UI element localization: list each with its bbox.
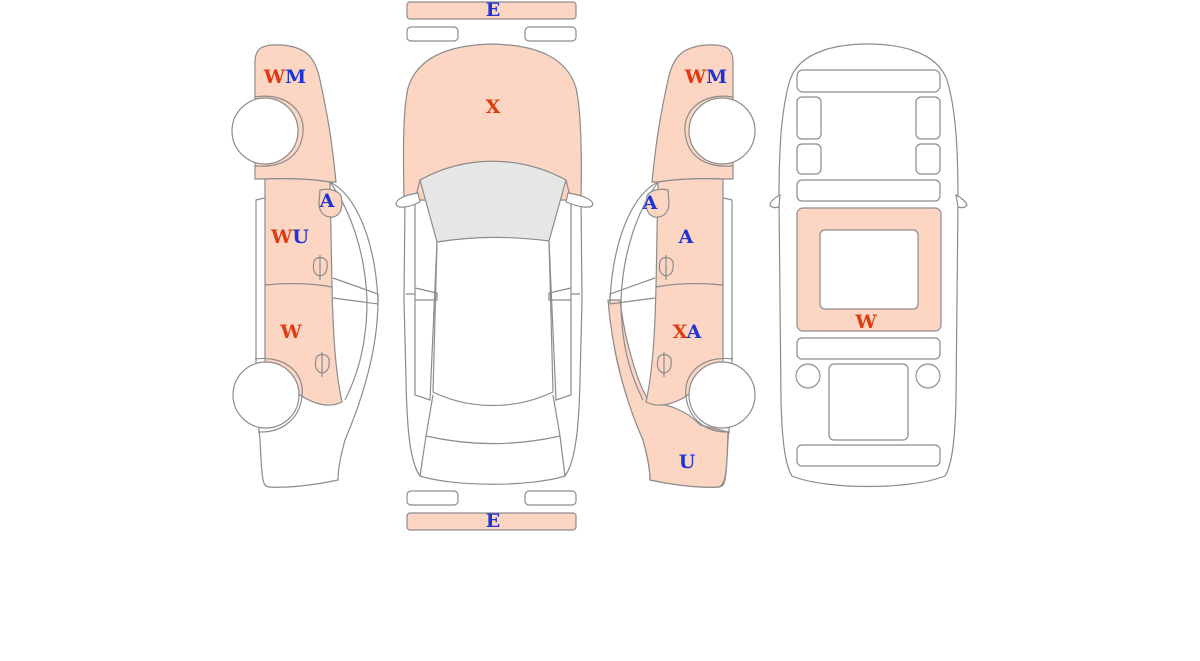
right-rear-quarter-code: U bbox=[679, 451, 696, 473]
right-mirror-code: A bbox=[642, 192, 658, 214]
windshield[interactable] bbox=[419, 160, 567, 243]
rear-left-light bbox=[795, 363, 821, 389]
front-seat-row bbox=[796, 69, 941, 93]
left-mirror-code: A bbox=[319, 190, 335, 212]
front-bumper[interactable] bbox=[406, 1, 577, 20]
front-right-plate-marker bbox=[524, 26, 577, 42]
right-rear-wheel-arch bbox=[685, 357, 734, 433]
roof-left-mirror[interactable] bbox=[769, 193, 781, 209]
left-mirror-top[interactable] bbox=[395, 192, 421, 208]
left-rear-wheel-arch bbox=[254, 357, 303, 433]
hood-code: X bbox=[486, 96, 501, 118]
left-rear-wheel[interactable] bbox=[232, 361, 300, 429]
left-door-divider bbox=[406, 287, 438, 301]
damage-codes: E X E WM A WU W WM A A XA U W bbox=[263, 0, 878, 532]
rear-roof-edge bbox=[796, 444, 941, 467]
right-front-door-code: A bbox=[678, 226, 694, 248]
tailgate-lines bbox=[419, 435, 566, 477]
right-a-pillar-line bbox=[620, 181, 659, 401]
top-view bbox=[395, 1, 594, 531]
rear-bench bbox=[796, 337, 941, 360]
roof-right-mirror[interactable] bbox=[955, 193, 968, 209]
left-front-fender-code: WM bbox=[263, 66, 306, 88]
left-rear-door-handle bbox=[314, 352, 330, 377]
middle-bench bbox=[796, 179, 941, 202]
right-front-wheel-arch bbox=[684, 95, 734, 167]
rear-right-light bbox=[915, 363, 941, 389]
front-left-plate-marker bbox=[406, 26, 459, 42]
left-front-wheel-arch bbox=[254, 95, 304, 167]
left-side-mirror[interactable] bbox=[318, 188, 343, 218]
right-door-edge bbox=[609, 277, 656, 305]
rear-right-seat bbox=[915, 143, 941, 175]
rear-bumper[interactable] bbox=[406, 512, 577, 531]
right-rear-door-code: XA bbox=[673, 321, 702, 343]
car-body-outline bbox=[403, 199, 583, 485]
right-rear-door-handle bbox=[656, 352, 672, 377]
right-rear-wheel[interactable] bbox=[688, 361, 756, 429]
rear-left-seat bbox=[796, 143, 822, 175]
right-front-fender-code: WM bbox=[684, 66, 727, 88]
left-front-door-handle bbox=[312, 255, 328, 280]
cargo-area bbox=[828, 363, 909, 441]
cabin-outline bbox=[432, 240, 554, 407]
right-side-mirror[interactable] bbox=[645, 188, 670, 218]
right-door-divider bbox=[548, 287, 580, 301]
front-left-seat bbox=[796, 96, 822, 140]
hood-panel[interactable] bbox=[402, 43, 582, 201]
rear-right-plate-marker bbox=[524, 490, 577, 506]
right-side-view bbox=[607, 44, 756, 488]
left-a-pillar-line bbox=[329, 181, 368, 401]
roof-code: W bbox=[854, 311, 877, 333]
right-front-door-handle bbox=[658, 255, 674, 280]
rear-bumper-code: E bbox=[486, 510, 500, 532]
roof-view bbox=[769, 43, 968, 488]
rear-window-line bbox=[425, 394, 561, 445]
left-side-view bbox=[231, 44, 379, 488]
sunroof[interactable] bbox=[819, 229, 919, 310]
right-front-wheel[interactable] bbox=[688, 97, 756, 165]
front-bumper-code: E bbox=[486, 0, 500, 21]
left-door-edge bbox=[332, 277, 379, 305]
left-rear-door-code: W bbox=[279, 321, 302, 343]
left-front-door-code: WU bbox=[270, 226, 309, 248]
right-mirror-top[interactable] bbox=[565, 192, 594, 208]
left-front-wheel[interactable] bbox=[231, 97, 299, 165]
rear-left-plate-marker bbox=[406, 490, 459, 506]
front-right-seat bbox=[915, 96, 941, 140]
